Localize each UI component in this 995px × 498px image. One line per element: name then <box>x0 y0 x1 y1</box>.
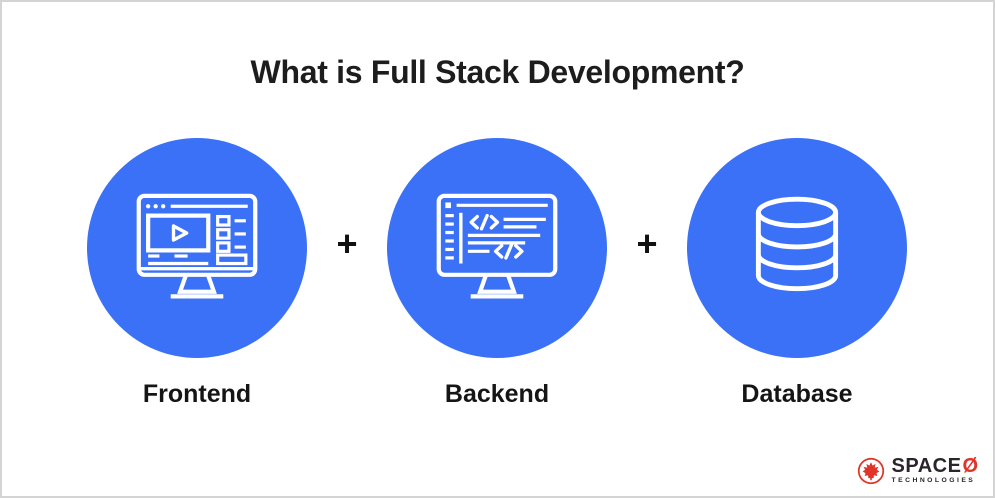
database-label: Database <box>741 380 853 408</box>
page-title: What is Full Stack Development? <box>250 54 745 90</box>
backend-monitor-code-icon <box>436 193 558 299</box>
logo-text: SPACE Ø TECHNOLOGIES <box>892 456 978 485</box>
maple-leaf-icon <box>857 457 884 484</box>
logo-o-slash-symbol: Ø <box>962 455 978 478</box>
logo-brand-text: SPACE <box>891 455 962 478</box>
spaceo-logo: SPACE Ø TECHNOLOGIES <box>857 456 978 485</box>
frontend-label: Frontend <box>142 380 252 408</box>
backend-circle <box>387 138 607 358</box>
database-cylinder-icon <box>755 196 839 292</box>
logo-subtitle: TECHNOLOGIES <box>891 477 976 485</box>
plus-sign-1: + <box>336 223 358 264</box>
backend-label: Backend <box>444 380 550 408</box>
database-circle <box>687 138 907 358</box>
frontend-circle <box>87 138 307 358</box>
frontend-monitor-video-icon <box>136 193 258 299</box>
plus-sign-2: + <box>636 223 658 264</box>
